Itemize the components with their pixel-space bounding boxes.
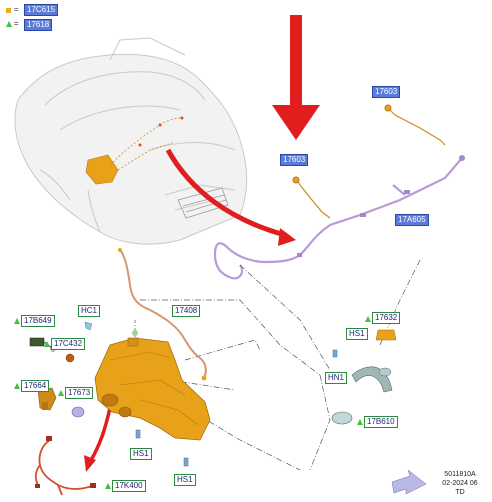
callout-hs1-mid: HS1	[130, 448, 152, 460]
legend-triangle-code: 17618	[24, 19, 53, 31]
callout-17k400: 17K400	[112, 480, 146, 492]
part-17c432-grommet	[65, 353, 75, 363]
part-17673-seal	[71, 406, 85, 418]
callout-hs1-right: HS1	[346, 328, 368, 340]
red-curved-arrow	[165, 148, 296, 246]
nozzle-part-top-right	[384, 104, 446, 146]
part-hc1-clip	[84, 321, 93, 331]
callout-17k400-triangle-icon	[105, 483, 111, 489]
callout-hc1: HC1	[78, 305, 101, 317]
callout-hs1-bottom: HS1	[174, 474, 196, 486]
footer-suffix: TD	[455, 489, 465, 496]
callout-17c432: 17C432	[51, 338, 86, 350]
washer-hose-tube	[213, 157, 463, 280]
legend-triangle-icon	[6, 21, 12, 27]
callout-17408: 17408	[172, 305, 201, 317]
callout-17603-left: 17603	[280, 154, 309, 166]
callout-17c432-triangle-icon	[44, 341, 50, 347]
legend-square-code: 17C615	[24, 4, 59, 16]
footer-code: 5011810A	[444, 471, 476, 478]
callout-17664-triangle-icon	[14, 383, 20, 389]
vehicle-grille	[177, 187, 229, 219]
red-lower-arrow	[84, 407, 112, 472]
callout-17603-right: 17603	[372, 86, 401, 98]
washer-reservoir	[94, 330, 211, 441]
legend-square-icon	[6, 8, 11, 13]
nozzle-part-top-left	[292, 176, 331, 219]
footer-date: 02-2024 06	[442, 480, 478, 487]
part-17632-cap	[375, 329, 397, 341]
part-hs1-screw-mid	[135, 429, 141, 439]
part-hs1-right-screw	[332, 349, 338, 358]
part-17664-pump	[37, 387, 57, 411]
hose-fittings	[297, 155, 465, 257]
footer-block: 5011810A 02-2024 06 TD	[430, 470, 490, 497]
callout-17673: 17673	[65, 387, 94, 399]
callout-17b649: 17B649	[21, 315, 55, 327]
callout-17664: 17664	[21, 380, 50, 392]
callout-17b610-triangle-icon	[357, 419, 363, 425]
callout-17632-triangle-icon	[365, 316, 371, 322]
callout-17632: 17632	[372, 312, 401, 324]
hose-17408-ends	[118, 248, 207, 381]
callout-17b649-triangle-icon	[14, 318, 20, 324]
callout-17b610: 17B610	[364, 416, 398, 428]
callout-17673-triangle-icon	[58, 390, 64, 396]
wiring-harness-17k400	[34, 439, 93, 496]
part-17b610-cap	[331, 411, 353, 425]
callout-hn1: HN1	[325, 372, 348, 384]
part-hn1-filler-neck	[351, 366, 393, 393]
wiring-harness-connectors	[35, 436, 96, 488]
vehicle-outline	[14, 37, 248, 245]
vehicle-nozzle-markers	[138, 116, 184, 147]
hose-17408	[119, 249, 207, 379]
callout-17a605: 17A605	[395, 214, 429, 226]
washer-pump	[101, 393, 132, 418]
part-hs1-screw-bottom	[183, 457, 189, 467]
direction-arrow-icon	[391, 469, 427, 495]
legend-equals-2: =	[14, 19, 19, 28]
vehicle-reservoir	[85, 154, 119, 185]
red-down-arrow	[272, 15, 320, 140]
legend-equals-1: =	[14, 5, 19, 14]
